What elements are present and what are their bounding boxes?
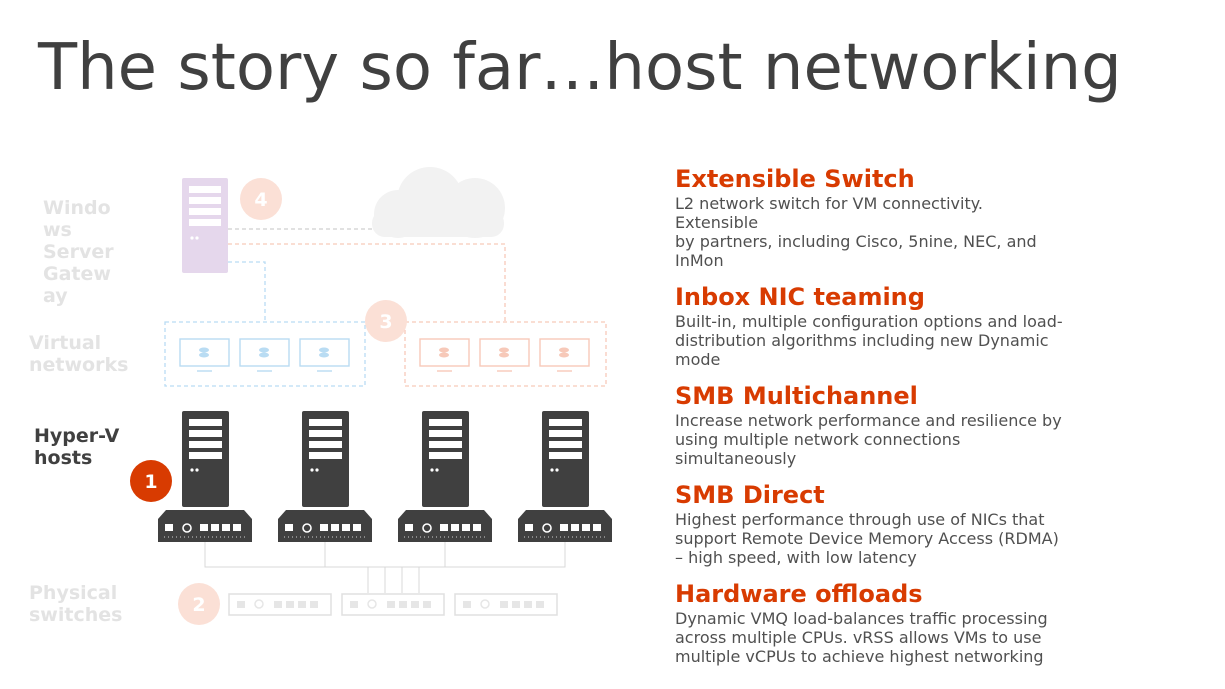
hyperv-hosts-label: Hyper-V hosts [34,425,120,469]
feature-description-line: simultaneously [675,449,797,468]
feature-description: Dynamic VMQ load-balances traffic proces… [675,609,1115,666]
virtual-network-orange [404,321,607,387]
feature-description: Highest performance through use of NICs … [675,510,1115,567]
svg-text:2: 2 [192,594,205,616]
physical-switch-icon [228,593,332,616]
feature-title: SMB Direct [675,481,825,509]
badge-2: 2 [178,583,220,625]
feature-title: SMB Multichannel [675,382,918,410]
feature-description-line: InMon [675,251,724,270]
feature-description-line: multiple vCPUs to achieve highest networ… [675,647,1044,666]
hyperv-host-server-icon [422,411,469,507]
feature-description-line: across multiple CPUs. vRSS allows VMs to… [675,628,1042,647]
host-nic-switch-icon [397,509,493,543]
feature-description-line: Increase network performance and resilie… [675,411,1062,430]
feature-title: Inbox NIC teaming [675,283,925,311]
physical-cabling [204,542,566,593]
feature-title: Extensible Switch [675,165,915,193]
svg-text:3: 3 [379,311,392,333]
host-nic-switch-icon [277,509,373,543]
feature-description-line: distribution algorithms including new Dy… [675,331,1049,350]
svg-text:1: 1 [144,471,157,493]
feature-description-line: Extensible [675,213,759,232]
gateway-label: Windo ws Server Gatew ay [43,197,114,307]
gateway-links [228,228,506,322]
feature-description-line: Built-in, multiple configuration options… [675,312,1063,331]
host-nic-switch-icon [157,509,253,543]
feature-description-line: L2 network switch for VM connectivity. [675,194,984,213]
host-nic-switch-icon [517,509,613,543]
cloud-icon [372,167,505,238]
feature-description-line: mode [675,350,721,369]
physical-switches-label: Physical switches [29,582,123,626]
networking-diagram: 1 2 3 4 [130,167,613,625]
physical-switch-icon [454,593,558,616]
badge-4: 4 [240,178,282,220]
feature-description-line: – high speed, with low latency [675,548,917,567]
slide-title: The story so far…host networking [38,31,1122,105]
feature-description-line: Dynamic VMQ load-balances traffic proces… [675,609,1048,628]
svg-text:4: 4 [254,189,267,211]
feature-description: Built-in, multiple configuration options… [675,312,1115,369]
badge-1: 1 [130,460,172,502]
hyperv-host-server-icon [302,411,349,507]
virtual-network-blue [164,321,366,387]
feature-description-line: using multiple network connections [675,430,961,449]
physical-switch-icon [341,593,445,616]
feature-description: L2 network switch for VM connectivity.Ex… [675,194,1115,270]
feature-description-line: by partners, including Cisco, 5nine, NEC… [675,232,1037,251]
feature-title: Hardware offloads [675,580,923,608]
hyperv-host-server-icon [182,411,229,507]
badge-3: 3 [365,300,407,342]
hyperv-host-server-icon [542,411,589,507]
virtual-networks-label: Virtual networks [29,332,129,376]
feature-description-line: Highest performance through use of NICs … [675,510,1045,529]
gateway-server-icon [182,178,228,273]
feature-description-line: support Remote Device Memory Access (RDM… [675,529,1059,548]
feature-description: Increase network performance and resilie… [675,411,1115,468]
